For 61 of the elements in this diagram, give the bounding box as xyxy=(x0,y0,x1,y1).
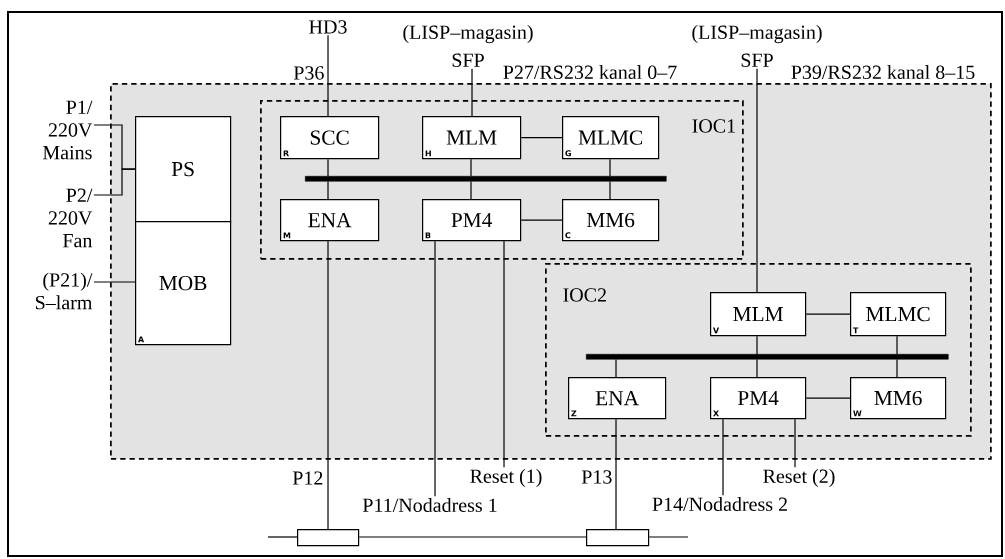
port-label: P27/RS232 kanal 0–7 xyxy=(503,64,677,79)
bus-bar xyxy=(586,354,949,360)
connection-line xyxy=(756,335,758,355)
signal-label: Reset (1) xyxy=(470,468,542,488)
corner-letter: V xyxy=(713,327,720,334)
connection-line xyxy=(648,536,689,538)
signal-label: HD3 xyxy=(309,20,347,34)
edge-label: P12 xyxy=(292,471,323,485)
edge-label: P36 xyxy=(293,66,324,80)
corner-letter: H xyxy=(425,150,431,157)
signal-label: (P21)/ S–larm xyxy=(36,272,93,310)
edge-label: P13 xyxy=(581,470,612,484)
connection-line xyxy=(93,168,136,196)
group-label: IOC2 xyxy=(563,288,606,302)
connection-line xyxy=(805,313,851,315)
connection-line xyxy=(327,240,329,530)
connection-line xyxy=(520,137,563,139)
signal-label: P11/Nodadress 1 xyxy=(362,497,497,512)
connection-line xyxy=(609,180,611,200)
resistor-box xyxy=(586,529,650,547)
connection-line xyxy=(722,418,724,496)
connection-line xyxy=(615,358,617,378)
connection-line xyxy=(615,418,617,530)
connection-line xyxy=(471,68,473,117)
corner-letter: W xyxy=(853,410,862,417)
connection-line xyxy=(805,397,851,399)
connection-line xyxy=(609,158,611,177)
corner-letter: B xyxy=(425,232,431,239)
corner-letter: M xyxy=(283,232,291,239)
port-label: P39/RS232 kanal 8–15 xyxy=(791,64,975,79)
corner-letter: T xyxy=(853,327,859,334)
corner-letter: G xyxy=(565,150,571,157)
connection-line xyxy=(503,240,505,468)
connection-line xyxy=(434,240,436,497)
corner-letter: X xyxy=(713,410,719,417)
connection-line xyxy=(794,418,796,468)
signal-label: P1/ 220V Mains xyxy=(43,100,93,160)
connection-line xyxy=(327,34,329,117)
connection-line xyxy=(520,219,563,221)
connection-line xyxy=(896,335,898,355)
corner-letter: Z xyxy=(571,410,577,417)
connection-line xyxy=(267,536,298,538)
connection-line xyxy=(358,536,587,538)
signal-label: P2/ 220V Fan xyxy=(48,188,93,248)
bus-bar xyxy=(305,176,667,182)
connection-line xyxy=(93,281,136,283)
corner-letter: C xyxy=(565,232,571,239)
connection-line xyxy=(327,158,329,177)
corner-letter: A xyxy=(138,336,145,343)
connection-line xyxy=(327,180,329,200)
connection-line xyxy=(756,358,758,378)
module-box: PS xyxy=(135,116,232,223)
signal-label: Reset (2) xyxy=(763,468,835,488)
connection-line xyxy=(470,158,472,177)
corner-letter: R xyxy=(283,150,289,157)
connection-line xyxy=(756,68,758,293)
signal-label: P14/Nodadress 2 xyxy=(652,496,787,511)
resistor-box xyxy=(297,529,360,547)
connection-line xyxy=(470,180,472,200)
group-label: IOC1 xyxy=(692,119,735,133)
connection-line xyxy=(896,358,898,378)
